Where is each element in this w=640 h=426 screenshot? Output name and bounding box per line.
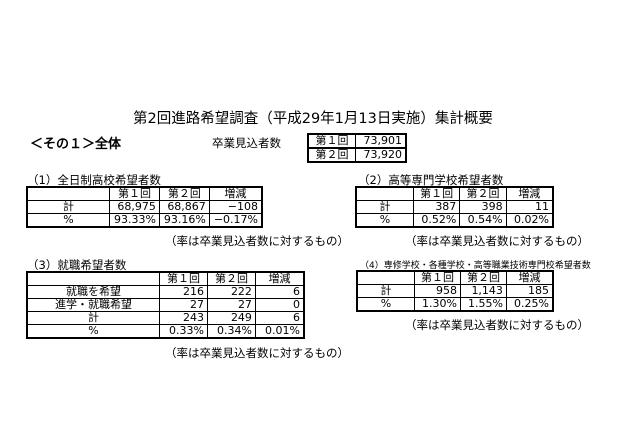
diff-cell: −0.17% [208,213,263,228]
row-label: % [356,297,415,312]
diff-cell: 11 [505,200,554,214]
header-cell: 第２回 [158,186,210,201]
r2-cell: 1.55% [459,297,507,312]
diff-cell: 0 [254,298,305,312]
header-row: 第１回 第２回 増減 [355,186,554,201]
r1-cell: 93.33% [109,213,160,228]
blank-cell [26,271,160,286]
header-cell: 第２回 [459,270,507,285]
r1-cell: 0.33% [159,324,208,339]
header-cell: 第２回 [459,186,507,201]
table-row: 計 958 1,143 185 [356,284,554,298]
row-label: 計 [355,200,414,214]
section-2-table: 第１回 第２回 増減 計 387 398 11 % 0.52% 0.54% 0.… [355,186,554,228]
diff-cell: 6 [254,311,305,325]
table-row: 計 387 398 11 [355,200,554,214]
header-cell: 第１回 [414,270,461,285]
row-label: 計 [26,200,110,214]
r1-cell: 216 [159,285,208,299]
header-cell: 第１回 [412,186,461,201]
r2-cell: 1,143 [459,284,507,298]
table-row: 計 68,975 68,867 −108 [26,200,263,214]
header-cell: 増減 [505,270,554,285]
r2-cell: 222 [206,285,256,299]
section-3-title: （3）就職希望者数 [27,258,127,272]
header-row: 第１回 第２回 増減 [26,186,263,201]
r2-cell: 249 [206,311,256,325]
graduates-table: 第１回 73,901 第２回 73,920 [307,133,407,163]
diff-cell: 0.25% [505,297,554,312]
blank-cell [355,186,414,201]
row-label: % [26,213,110,228]
header-cell: 増減 [254,271,305,286]
row-label: 就職を希望 [26,285,160,299]
r2-cell: 68,867 [158,200,210,214]
round-cell: 第２回 [307,147,356,163]
section-4-table: 第１回 第２回 増減 計 958 1,143 185 % 1.30% 1.55%… [356,270,554,312]
diff-cell: 6 [254,285,305,299]
diff-cell: 0.02% [505,213,554,228]
header-row: 第１回 第２回 増減 [26,271,305,286]
section-4-note: （率は卒業見込者数に対するもの） [405,318,589,332]
row-label: 進学・就職希望 [26,298,160,312]
section-2-title: （2）高等専門学校希望者数 [358,173,504,187]
row-label: 計 [26,311,160,325]
header-row: 第１回 第２回 増減 [356,270,554,285]
r1-cell: 1.30% [414,297,461,312]
row-label: % [355,213,414,228]
table-row: 計 243 249 6 [26,311,305,325]
r2-cell: 0.54% [459,213,507,228]
blank-cell [356,270,415,285]
r1-cell: 0.52% [412,213,461,228]
r1-cell: 27 [159,298,208,312]
r1-cell: 958 [414,284,461,298]
r1-cell: 68,975 [109,200,160,214]
table-row: 進学・就職希望 27 27 0 [26,298,305,312]
table-row: 第２回 73,920 [307,147,407,163]
header-cell: 第２回 [206,271,256,286]
header-cell: 増減 [208,186,263,201]
section-4-title: （4）専修学校・各種学校・高等職業技術専門校希望者数 [360,261,591,271]
header-cell: 第１回 [109,186,160,201]
table-row: % 1.30% 1.55% 0.25% [356,297,554,312]
section-1-note: （率は卒業見込者数に対するもの） [165,234,349,248]
graduates-label: 卒業見込者数 [212,136,281,150]
section-1-title: （1）全日制高校希望者数 [27,173,161,187]
r2-cell: 398 [459,200,507,214]
header-cell: 第１回 [159,271,208,286]
table-row: % 0.33% 0.34% 0.01% [26,324,305,339]
r2-cell: 0.34% [206,324,256,339]
table-row: % 0.52% 0.54% 0.02% [355,213,554,228]
table-row: 第１回 73,901 [307,133,407,149]
row-label: 計 [356,284,415,298]
r1-cell: 387 [412,200,461,214]
diff-cell: −108 [208,200,263,214]
page-title: 第2回進路希望調査（平成29年1月13日実施）集計概要 [133,111,493,127]
section-1-table: 第１回 第２回 増減 計 68,975 68,867 −108 % 93.33%… [26,186,263,228]
section-3-table: 第１回 第２回 増減 就職を希望 216 222 6 進学・就職希望 27 27… [26,271,305,339]
table-row: % 93.33% 93.16% −0.17% [26,213,263,228]
blank-cell [26,186,110,201]
section-3-note: （率は卒業見込者数に対するもの） [165,346,349,360]
r1-cell: 243 [159,311,208,325]
value-cell: 73,920 [355,147,407,163]
table-row: 就職を希望 216 222 6 [26,285,305,299]
section-2-note: （率は卒業見込者数に対するもの） [405,234,589,248]
diff-cell: 0.01% [254,324,305,339]
row-label: % [26,324,160,339]
r2-cell: 27 [206,298,256,312]
value-cell: 73,901 [355,133,407,149]
r2-cell: 93.16% [158,213,210,228]
round-cell: 第１回 [307,133,356,149]
part-label: ＜その１＞全体 [30,137,122,152]
header-cell: 増減 [505,186,554,201]
diff-cell: 185 [505,284,554,298]
